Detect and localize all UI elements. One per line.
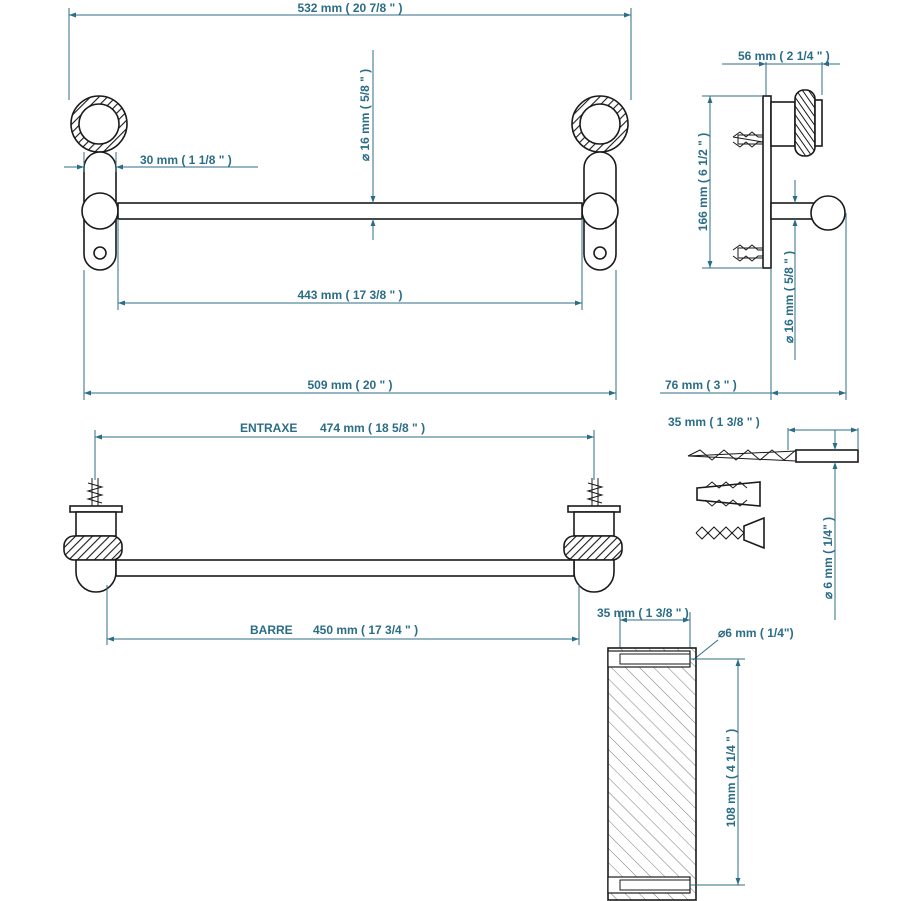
towel-rod (117, 202, 583, 220)
hardware-detail: 35 mm ( 1 3/8 " ) ⌀ 6 mm ( 1/4" ) (668, 415, 859, 620)
wall-block (607, 647, 697, 901)
base-span-label: 509 mm ( 20 " ) (307, 378, 392, 392)
drill-depth-label: 35 mm ( 1 3/8 " ) (668, 415, 760, 429)
front-view: 532 mm ( 20 7/8 " ) ⌀ 16 mm ( 5/8 " ) (64, 1, 632, 400)
hole-diameter-label: ⌀6 mm ( 1/4") (718, 626, 794, 640)
rod-length-inner-label: 443 mm ( 17 3/8 " ) (297, 288, 402, 302)
side-rope-ring (794, 89, 816, 157)
side-view: 56 mm ( 2 1/4 " ) 166 mm ( 6 1/2 " ) (660, 49, 847, 400)
wall-section: 35 mm ( 1 3/8 " ) ⌀6 mm ( 1/4") 108 mm (… (597, 606, 794, 901)
left-rosette (70, 95, 128, 153)
right-rosette (571, 95, 629, 153)
right-mount-top (563, 478, 623, 593)
side-knob (810, 195, 846, 231)
center-distance-label: 474 mm ( 18 5/8 " ) (320, 421, 425, 435)
hole-spacing-label: 108 mm ( 4 1/4 " ) (724, 729, 738, 827)
right-bracket (581, 151, 619, 271)
drill-bit (687, 449, 859, 463)
upper-screw (732, 131, 764, 148)
bar-prefix: BARRE (250, 623, 293, 637)
lower-screw (732, 244, 764, 262)
drill-diameter-label: ⌀ 6 mm ( 1/4" ) (821, 517, 835, 599)
side-rod-diameter-label: ⌀ 16 mm ( 5/8 " ) (782, 251, 796, 343)
wall-anchor (696, 481, 761, 507)
side-height-label: 166 mm ( 6 1/2 " ) (696, 133, 710, 231)
wood-screw (695, 516, 765, 550)
side-depth-label: 56 mm ( 2 1/4 " ) (738, 49, 830, 63)
rod-diameter-label: ⌀ 16 mm ( 5/8 " ) (358, 69, 372, 161)
projection-label: 76 mm ( 3 " ) (665, 378, 737, 392)
bracket-width-label: 30 mm ( 1 1/8 " ) (140, 153, 232, 167)
overall-width-label: 532 mm ( 20 7/8 " ) (297, 1, 402, 15)
left-mount-top (63, 478, 123, 593)
top-view: ENTRAXE 474 mm ( 18 5/8 " ) BARRE 450 (63, 421, 623, 645)
bar-top (115, 559, 575, 577)
bar-length-label: 450 mm ( 17 3/4 " ) (313, 623, 418, 637)
center-distance-prefix: ENTRAXE (240, 421, 297, 435)
left-bracket (81, 151, 119, 271)
wall-depth-label: 35 mm ( 1 3/8 " ) (597, 606, 689, 620)
wall-plate (762, 95, 772, 269)
